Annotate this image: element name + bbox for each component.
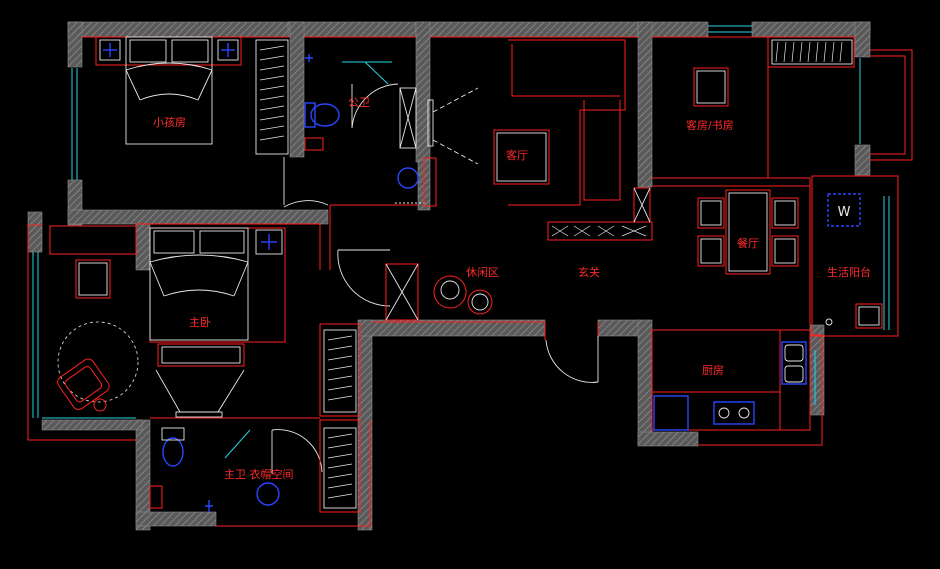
label-living-room: 客厅 xyxy=(506,148,528,162)
doors xyxy=(271,83,599,474)
dining-furniture xyxy=(697,189,799,275)
windows xyxy=(32,25,890,459)
guest-study-furniture xyxy=(693,36,855,178)
label-kitchen: 厨房 xyxy=(702,364,724,377)
label-guest-study: 客房/书房 xyxy=(686,118,734,132)
label-leisure: 休闲区 xyxy=(466,265,499,279)
living-room-furniture xyxy=(427,39,653,241)
public-bath-fixtures xyxy=(304,54,437,207)
room-outlines xyxy=(27,36,913,527)
label-dining: 餐厅 xyxy=(737,236,759,250)
master-bedroom-furniture xyxy=(49,225,286,418)
label-kids-room: 小孩房 xyxy=(153,116,186,129)
master-bath-closet-fixtures xyxy=(149,323,361,513)
washer-label: W xyxy=(838,205,851,220)
label-public-bath: 公卫 xyxy=(348,96,370,109)
label-service-balcony: 生活阳台 xyxy=(827,265,871,279)
label-master-bedroom: 主卧 xyxy=(189,316,211,329)
room-labels: 小孩房 公卫 客厅 客房/书房 餐厅 休闲区 玄关 生活阳台 主卧 厨房 主卫 … xyxy=(153,96,871,481)
walls xyxy=(27,21,871,531)
label-master-bath-closet: 主卫 衣帽空间 xyxy=(224,467,294,481)
service-balcony-fixtures: W xyxy=(825,193,883,329)
leisure-area-furniture xyxy=(385,263,493,321)
kids-room-furniture xyxy=(95,36,289,155)
kitchen-fixtures xyxy=(651,341,807,431)
label-foyer: 玄关 xyxy=(578,265,600,279)
